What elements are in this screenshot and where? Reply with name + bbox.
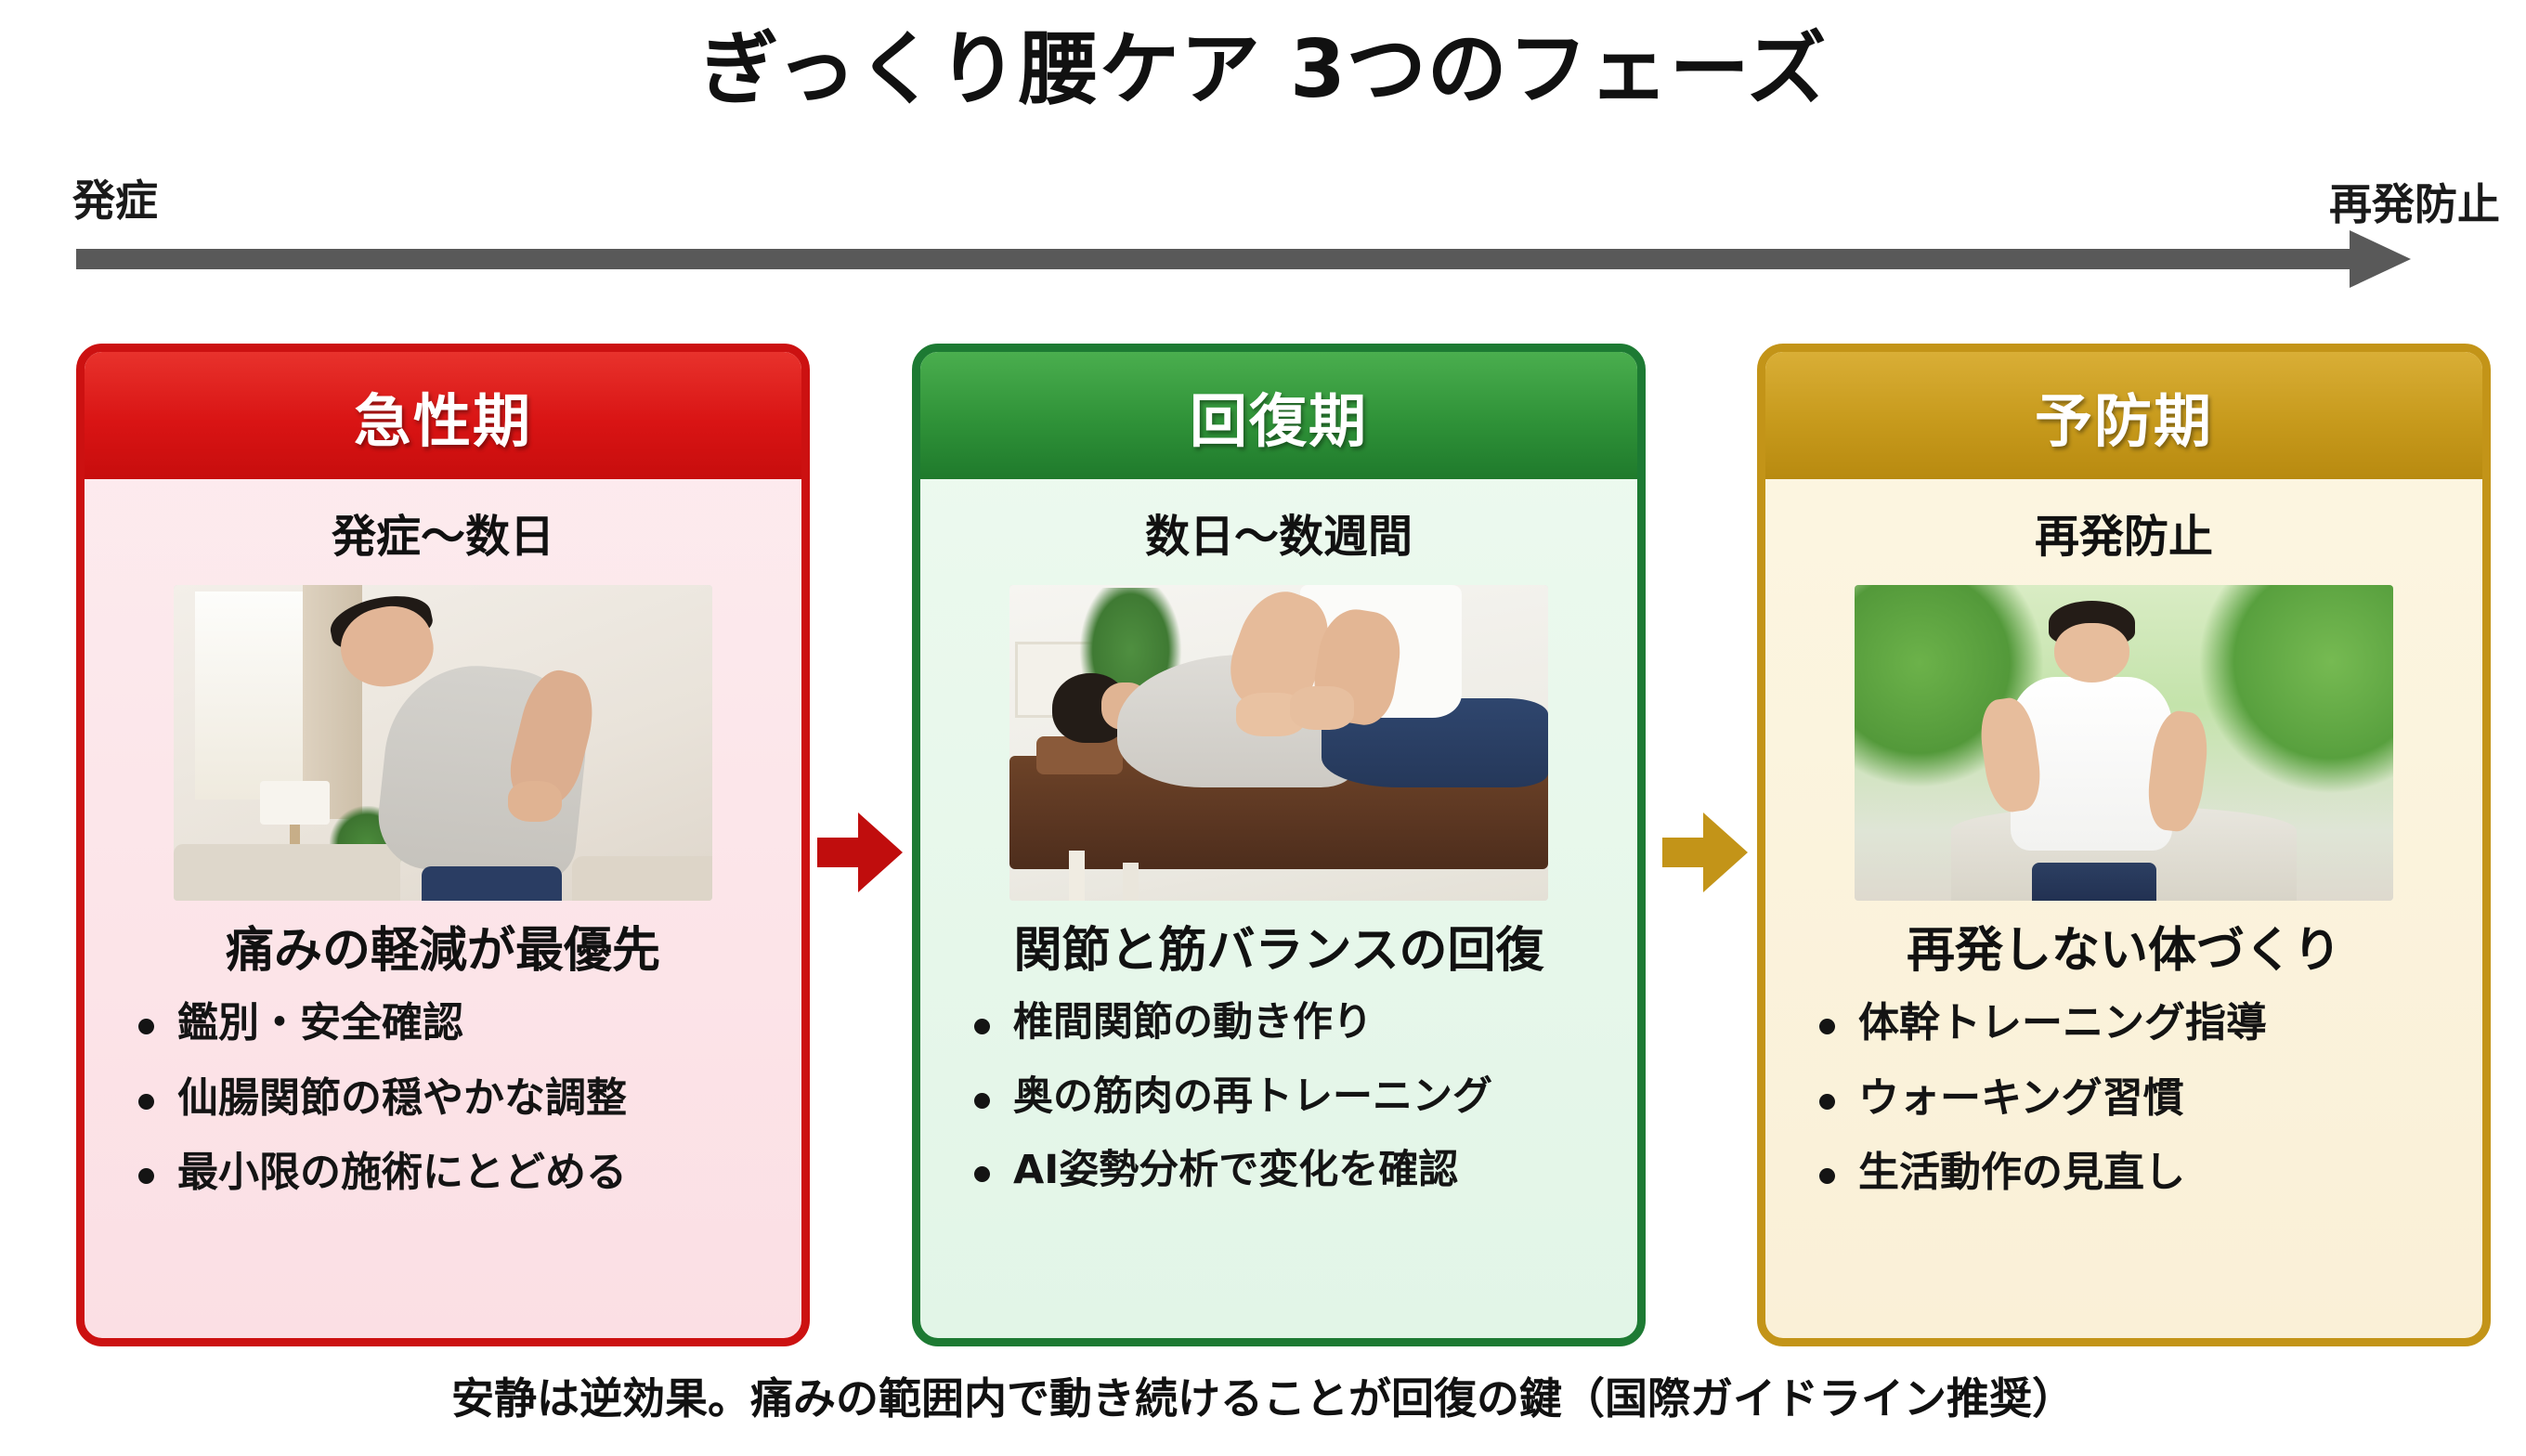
phase-connector-arrow-icon-2 (1662, 812, 1748, 892)
phase-duration-prevention: 再発防止 (2034, 511, 2213, 563)
page-title: ぎっくり腰ケア 3つのフェーズ (698, 23, 1828, 116)
list-item: 椎間関節の動き作り (969, 1002, 1637, 1045)
phase-duration-acute: 発症〜数日 (331, 511, 554, 563)
timeline-bar (76, 249, 2351, 269)
list-item: 鑑別・安全確認 (133, 1002, 801, 1046)
timeline-start-label: 発症 (72, 176, 158, 226)
list-item: ウォーキング習慣 (1814, 1076, 2482, 1121)
timeline-arrow-icon (2350, 230, 2411, 288)
timeline: 発症 再発防止 (0, 167, 2526, 288)
jogging-photo (1855, 585, 2393, 901)
footer-note: 安静は逆効果。痛みの範囲内で動き続けることが回復の鍵（国際ガイドライン推奨） (451, 1373, 2075, 1424)
list-item: AI姿勢分析で変化を確認 (969, 1150, 1637, 1192)
phase-bullets-recovery: 椎間関節の動き作り 奥の筋肉の再トレーニング AI姿勢分析で変化を確認 (969, 1002, 1637, 1224)
phase-tagline-prevention: 再発しない体づくり (1906, 923, 2341, 979)
phase-card-recovery: 回復期 数日〜数週間 関節と筋バランスの回復 椎間関節の動き作り 奥の筋肉の再ト… (912, 344, 1646, 1346)
list-item: 奥の筋肉の再トレーニング (969, 1075, 1637, 1119)
phase-bullets-acute: 鑑別・安全確認 仙腸関節の穏やかな調整 最小限の施術にとどめる (133, 1002, 801, 1227)
phase-tagline-acute: 痛みの軽減が最優先 (225, 923, 660, 979)
phase-header-recovery: 回復期 (920, 352, 1637, 479)
phase-card-acute: 急性期 発症〜数日 痛みの軽減が最優先 鑑別・安全確認 仙腸関節の穏やかな調整 … (76, 344, 810, 1346)
phase-tagline-recovery: 関節と筋バランスの回復 (1013, 923, 1544, 979)
phase-duration-recovery: 数日〜数週間 (1144, 511, 1413, 563)
phase-connector-arrow-icon-1 (817, 812, 903, 892)
list-item: 仙腸関節の穏やかな調整 (133, 1076, 801, 1121)
list-item: 体幹トレーニング指導 (1814, 1002, 2482, 1046)
phase-cards: 急性期 発症〜数日 痛みの軽減が最優先 鑑別・安全確認 仙腸関節の穏やかな調整 … (0, 344, 2526, 1356)
phase-card-prevention: 予防期 再発防止 再発しない体づくり 体幹トレーニング指導 ウォーキング習慣 生… (1757, 344, 2491, 1346)
phase-header-acute: 急性期 (85, 352, 801, 479)
timeline-end-label: 再発防止 (2329, 179, 2500, 229)
manual-therapy-photo (1009, 585, 1548, 901)
phase-bullets-prevention: 体幹トレーニング指導 ウォーキング習慣 生活動作の見直し (1814, 1002, 2482, 1227)
lower-back-pain-photo (174, 585, 712, 901)
list-item: 生活動作の見直し (1814, 1151, 2482, 1195)
phase-header-prevention: 予防期 (1765, 352, 2482, 479)
list-item: 最小限の施術にとどめる (133, 1151, 801, 1195)
